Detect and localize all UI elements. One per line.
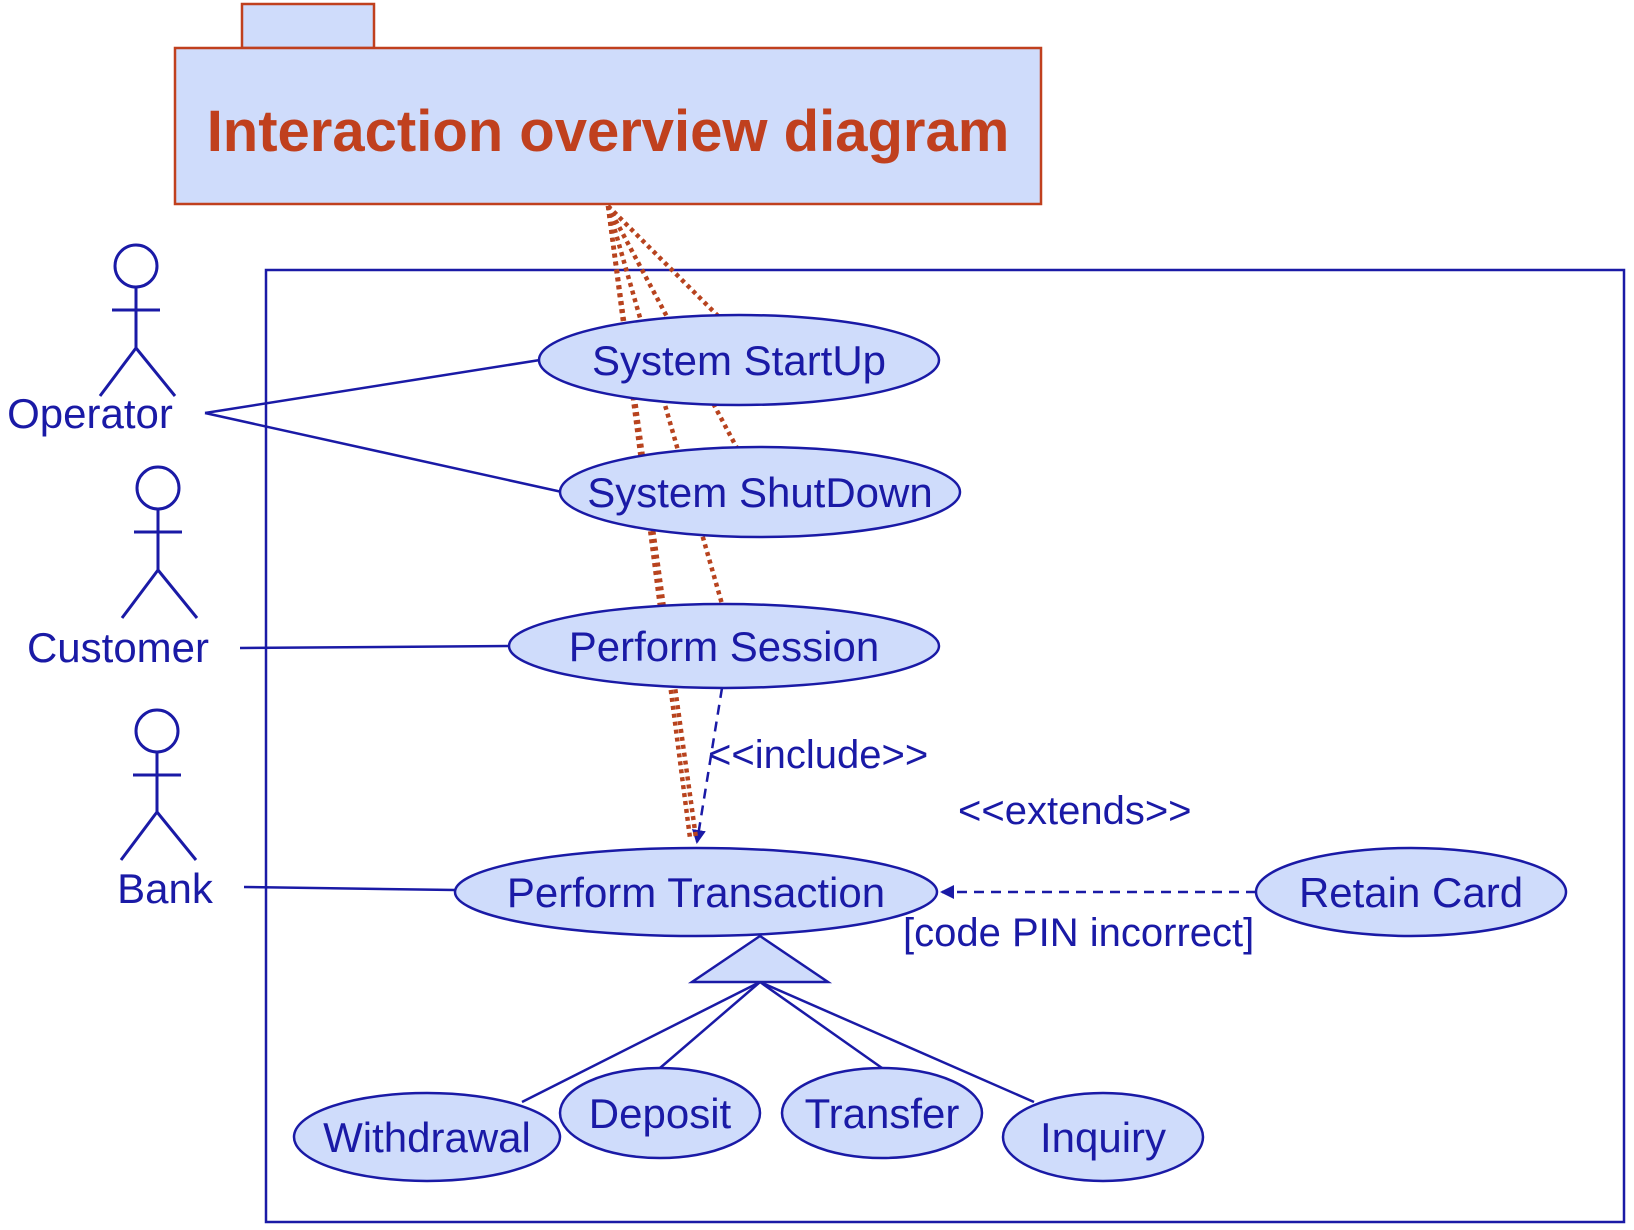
use-case-label: Transfer	[805, 1090, 960, 1137]
use-case-label: Retain Card	[1299, 869, 1523, 916]
actor-label: Customer	[27, 624, 209, 671]
include-label: <<include>>	[708, 733, 928, 777]
package-tab	[240, 2, 376, 50]
use-case-system-startup[interactable]: System StartUp	[537, 313, 941, 407]
system-boundary	[264, 268, 1626, 1224]
package-body	[173, 46, 1043, 206]
use-case-perform-session[interactable]: Perform Session	[507, 602, 941, 690]
actor-label: Bank	[117, 865, 214, 912]
gen-deposit	[659, 981, 761, 1069]
actor-bank[interactable]: Bank	[117, 708, 214, 912]
assoc-operator-startup	[204, 358, 541, 415]
gen-inquiry	[759, 980, 1035, 1104]
include-arrow	[692, 687, 724, 844]
use-case-inquiry[interactable]: Inquiry	[1001, 1091, 1205, 1183]
use-case-transfer[interactable]: Transfer	[780, 1066, 984, 1160]
use-case-label: Inquiry	[1040, 1114, 1166, 1161]
gen-withdrawal	[521, 980, 761, 1104]
extends-condition: [code PIN incorrect]	[903, 911, 1254, 955]
generalization-triangle	[687, 934, 833, 984]
assoc-operator-shutdown	[204, 411, 563, 494]
use-case-label: System ShutDown	[587, 469, 932, 516]
actor-label: Operator	[7, 390, 173, 437]
use-case-label: Perform Transaction	[507, 869, 885, 916]
use-case-label: System StartUp	[592, 337, 886, 384]
use-case-retain-card[interactable]: Retain Card	[1254, 846, 1568, 938]
use-case-deposit[interactable]: Deposit	[558, 1066, 762, 1160]
link-title-startup	[606, 204, 720, 318]
extends-label: <<extends>>	[958, 789, 1192, 833]
use-case-label: Perform Session	[569, 623, 879, 670]
link-title-transaction-b	[605, 205, 699, 839]
title-package: Interaction overview diagram	[173, 2, 1043, 206]
diagram-title: Interaction overview diagram	[207, 99, 1010, 164]
use-case-label: Withdrawal	[323, 1114, 531, 1161]
use-case-withdrawal[interactable]: Withdrawal	[292, 1091, 562, 1183]
use-case-perform-transaction[interactable]: Perform Transaction	[453, 846, 939, 938]
actor-operator[interactable]: Operator	[7, 243, 177, 437]
assoc-bank-transaction	[243, 885, 456, 892]
link-title-session	[605, 205, 725, 605]
actor-customer[interactable]: Customer	[27, 465, 209, 671]
assoc-customer-session	[239, 644, 511, 650]
use-case-system-shutdown[interactable]: System ShutDown	[558, 445, 962, 539]
use-case-label: Deposit	[589, 1090, 732, 1137]
gen-transfer	[759, 980, 883, 1070]
